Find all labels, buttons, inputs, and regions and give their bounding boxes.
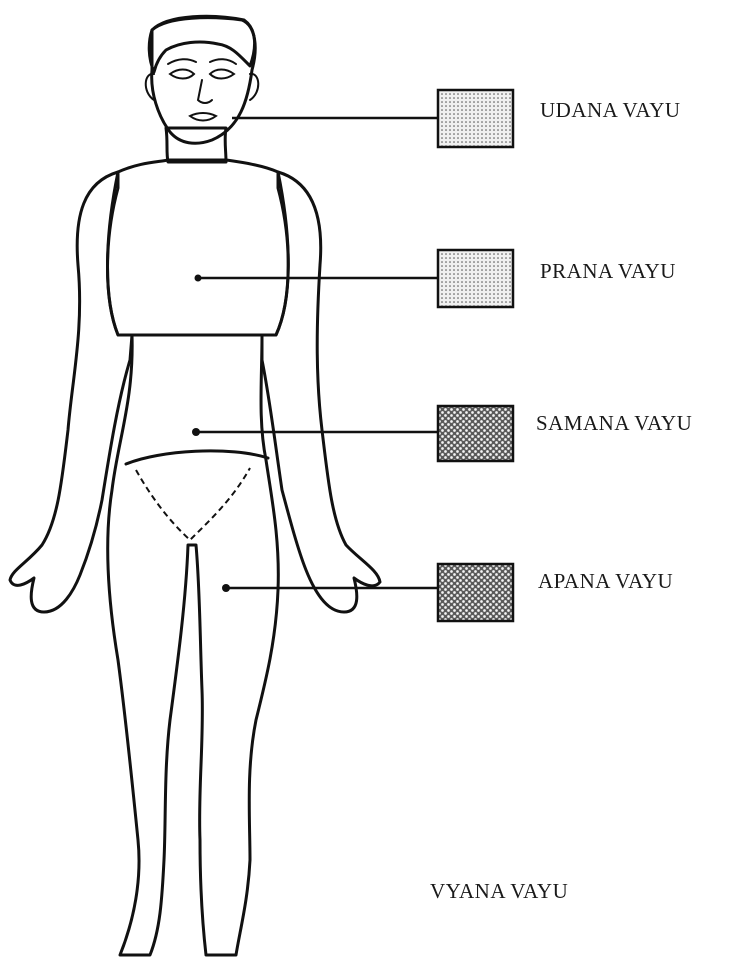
apana-marker	[222, 584, 230, 592]
left-arm	[10, 172, 132, 612]
mouth	[190, 113, 216, 121]
right-arm	[262, 172, 380, 612]
nose	[198, 80, 212, 103]
leader-lines	[192, 118, 438, 592]
head	[152, 18, 255, 144]
legend: UDANA VAYU PRANA VAYU SAMANA VAYU APANA …	[430, 90, 692, 903]
prana-marker	[195, 275, 202, 282]
samana-swatch	[438, 406, 513, 461]
pelvic-curve	[126, 451, 268, 464]
apana-label: APANA VAYU	[538, 569, 673, 593]
left-eye	[170, 70, 194, 79]
udana-label: UDANA VAYU	[540, 98, 681, 122]
prana-swatch	[438, 250, 513, 307]
groin-dashed-line	[136, 468, 250, 540]
vyana-label: VYANA VAYU	[430, 879, 568, 903]
samana-marker	[192, 428, 200, 436]
lower-body	[108, 335, 279, 955]
apana-swatch	[438, 564, 513, 621]
neck	[166, 128, 226, 162]
left-eyebrow	[168, 59, 196, 64]
hair	[149, 16, 254, 72]
right-eyebrow	[210, 59, 236, 64]
udana-swatch	[438, 90, 513, 147]
chest	[108, 160, 289, 335]
samana-label: SAMANA VAYU	[536, 411, 692, 435]
right-eye	[210, 70, 234, 79]
prana-label: PRANA VAYU	[540, 259, 676, 283]
human-figure	[10, 16, 380, 955]
